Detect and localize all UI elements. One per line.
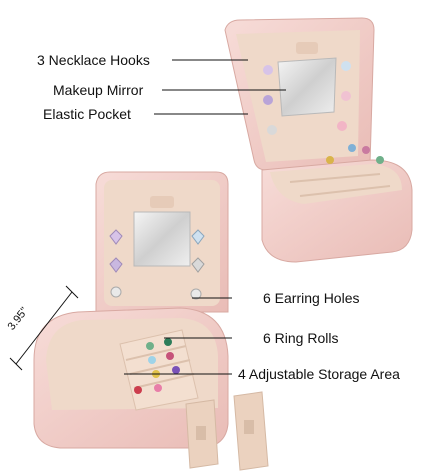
top-mirror <box>277 57 337 117</box>
label-ring-rolls: 6 Ring Rolls <box>263 330 339 346</box>
top-mirror-strap <box>296 42 318 54</box>
callout-lines <box>9 59 286 375</box>
front-mirror <box>133 211 191 267</box>
earring-set <box>109 229 205 300</box>
front-mirror-strap <box>150 196 174 208</box>
label-necklace-hooks: 3 Necklace Hooks <box>37 52 150 68</box>
label-elastic-pocket: Elastic Pocket <box>43 106 131 122</box>
label-storage-area: 4 Adjustable Storage Area <box>238 366 400 382</box>
label-earring-holes: 6 Earring Holes <box>263 290 360 306</box>
top-jewelry-box <box>224 17 413 263</box>
front-jewelry-box <box>33 171 269 471</box>
label-makeup-mirror: Makeup Mirror <box>53 82 144 98</box>
